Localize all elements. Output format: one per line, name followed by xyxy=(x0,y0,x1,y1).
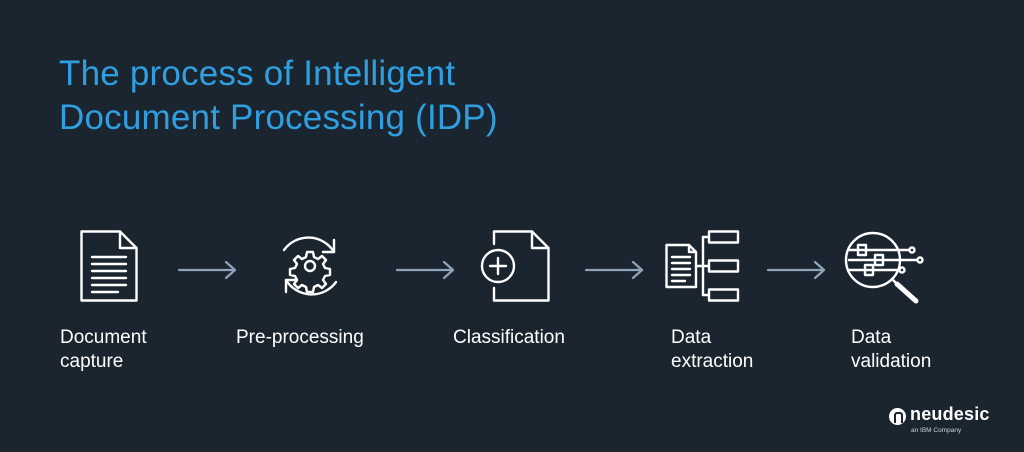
title-line-1: The process of Intelligent xyxy=(59,54,456,93)
document-plus-icon xyxy=(480,230,550,302)
arrow-icon xyxy=(584,260,644,280)
logo-tagline: an IBM Company xyxy=(911,427,962,434)
step-label-data-validation: Data validation xyxy=(851,327,932,372)
step-label-data-extraction: Data extraction xyxy=(671,327,754,372)
document-icon xyxy=(80,230,138,302)
gear-refresh-icon xyxy=(282,236,338,296)
step-label-document-capture: Document capture xyxy=(60,327,147,372)
page-title: The process of Intelligent Document Proc… xyxy=(59,52,498,140)
arrow-icon xyxy=(766,260,826,280)
arrow-icon xyxy=(395,260,455,280)
neudesic-logo: neudesic an IBM Company xyxy=(889,404,999,438)
logo-name: neudesic xyxy=(910,404,990,424)
step-label-classification: Classification xyxy=(453,327,565,348)
neudesic-logo-icon xyxy=(889,408,906,425)
magnifier-validation-icon xyxy=(844,231,924,304)
step-label-pre-processing: Pre-processing xyxy=(236,327,364,348)
data-extraction-icon xyxy=(665,230,740,302)
title-line-2: Document Processing (IDP) xyxy=(59,98,498,137)
arrow-icon xyxy=(177,260,237,280)
